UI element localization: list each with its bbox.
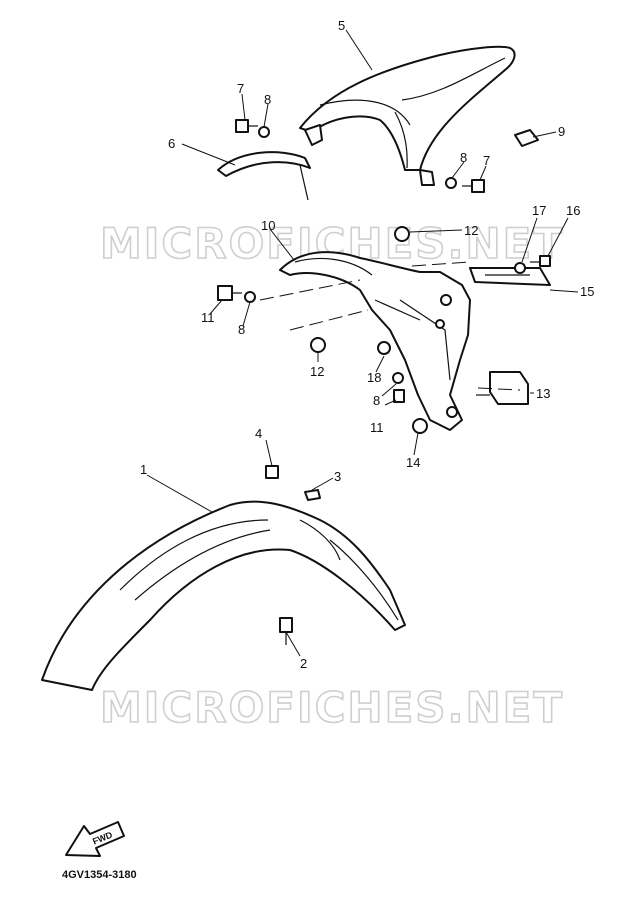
forward-arrow-icon: FWD [65,821,125,857]
callout-14: 14 [406,455,420,470]
callout-13: 13 [536,386,550,401]
callout-1: 1 [140,462,147,477]
callout-10: 10 [261,218,275,233]
callout-11-lower: 11 [370,420,384,435]
nut-14 [412,418,428,434]
callout-16: 16 [566,203,580,218]
washer-17 [514,262,526,274]
guide-line-1 [259,279,361,301]
washer-8-mid [244,291,256,303]
rear-fender-assembly [279,251,551,431]
callout-7-right: 7 [483,153,490,168]
bolt-2 [279,617,293,645]
seal-strip [217,151,311,177]
callout-11-left: 11 [201,310,215,325]
seat-cowl [299,45,516,186]
callout-4: 4 [255,426,262,441]
callout-15: 15 [580,284,594,299]
callout-8-right: 8 [460,150,467,165]
diagram-code: 4GV1354-3180 [62,869,137,881]
nut-12-upper [394,226,410,242]
nut-12-lower [310,337,326,353]
clip-3 [304,489,321,501]
front-fender [41,500,406,691]
bolt-11-lower [393,389,405,403]
callout-12-upper: 12 [464,223,478,238]
callout-8-lower: 8 [373,393,380,408]
reflector-13 [476,371,529,405]
callout-9: 9 [558,124,565,139]
callout-7-left: 7 [237,81,244,96]
guide-line-2 [289,309,369,331]
watermark-bottom: MICROFICHES.NET [100,683,564,732]
callout-17: 17 [532,203,546,218]
callout-12-lower: 12 [310,364,324,379]
guide-line-4 [477,387,521,391]
screw-16 [530,255,551,267]
clip-9 [514,129,539,147]
washer-8-right [445,177,457,189]
callout-5: 5 [338,18,345,33]
nut-18 [377,341,391,355]
bolt-7-left [235,119,258,133]
callout-3: 3 [334,469,341,484]
callout-18: 18 [367,370,381,385]
bolt-11-left [217,285,242,301]
washer-8-left [258,126,270,138]
washer-8-lower [392,372,404,384]
callout-6: 6 [168,136,175,151]
callout-8-mid: 8 [238,322,245,337]
bolt-7-right [462,179,485,193]
guide-line-3 [411,261,471,267]
nut-4 [265,465,279,479]
callout-2: 2 [300,656,307,671]
callout-8-left: 8 [264,92,271,107]
